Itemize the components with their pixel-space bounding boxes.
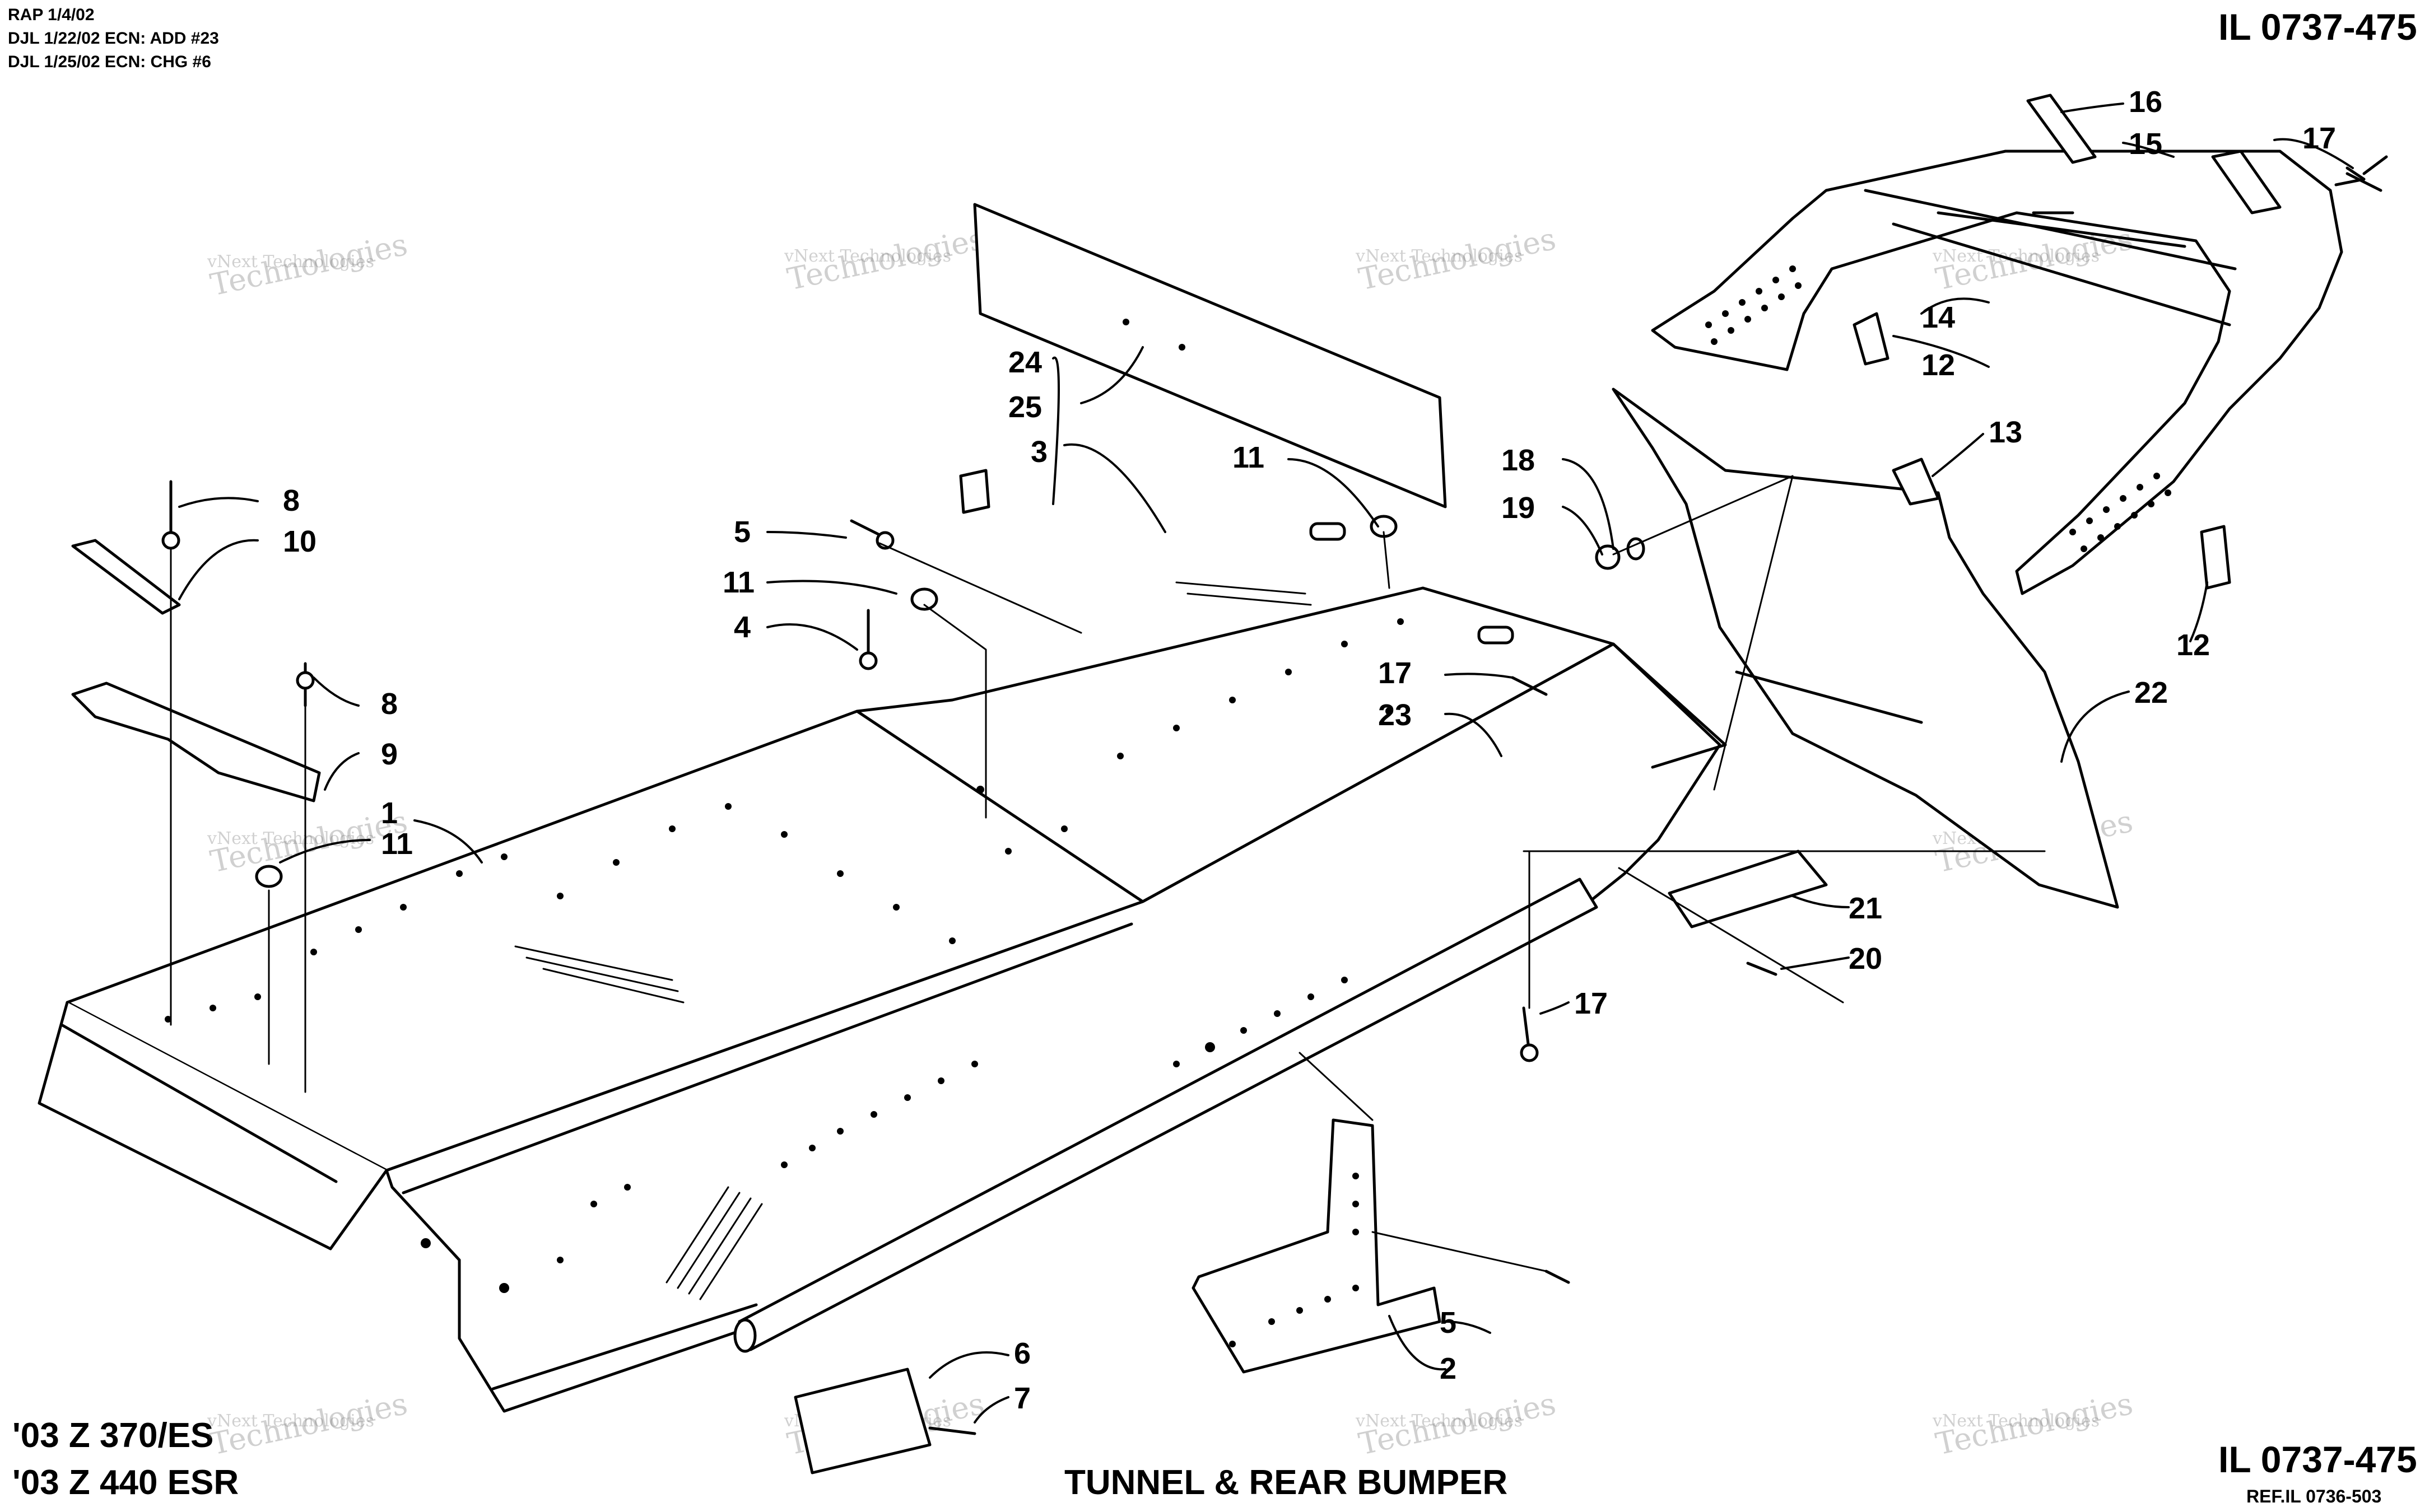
tunnel — [38, 522, 1727, 1413]
callout-7: 7 — [1014, 1382, 1031, 1415]
reference-number: REF.IL 0736-503 — [2246, 1486, 2382, 1506]
callout-8: 8 — [381, 687, 398, 721]
callout-14: 14 — [1921, 301, 1955, 334]
callout-5: 5 — [1440, 1306, 1456, 1340]
hardware — [71, 94, 2388, 1474]
illustration-number-bottom: IL 0737-475 — [2218, 1439, 2417, 1480]
callout-arrows — [178, 102, 2354, 1424]
callout-24: 24 — [1008, 346, 1042, 379]
callout-1: 1 — [381, 796, 398, 830]
revision-note-1: RAP 1/4/02 — [8, 6, 95, 24]
callout-21: 21 — [1849, 892, 1882, 925]
rear-bracket — [1192, 1118, 1441, 1374]
callout-11: 11 — [1232, 441, 1264, 474]
callout-18: 18 — [1501, 444, 1535, 477]
callout-10: 10 — [283, 525, 317, 558]
callout-12: 12 — [1921, 348, 1955, 382]
callout-20: 20 — [1849, 942, 1882, 976]
model-label-1: '03 Z 370/ES — [12, 1416, 214, 1455]
callout-3: 3 — [1031, 435, 1048, 469]
callout-17: 17 — [1574, 987, 1608, 1020]
callout-25: 25 — [1008, 390, 1042, 424]
callout-2: 2 — [1440, 1352, 1456, 1385]
callout-17: 17 — [1378, 656, 1412, 690]
callout-4: 4 — [734, 610, 751, 644]
callout-5: 5 — [734, 515, 751, 549]
illustration-number-top: IL 0737-475 — [2218, 6, 2417, 48]
callout-labels: 8 10 8 9 1 11 5 11 4 24 25 3 11 17 23 18… — [283, 85, 2336, 1415]
leader-lines — [170, 475, 2046, 1272]
rear-bumper — [1651, 150, 2343, 595]
snow-flap — [959, 203, 1447, 514]
callout-22: 22 — [2134, 676, 2168, 710]
callout-8: 8 — [283, 484, 300, 517]
callout-17: 17 — [2302, 122, 2336, 155]
callout-16: 16 — [2129, 85, 2162, 119]
callout-23: 23 — [1378, 698, 1412, 732]
diagram-title: TUNNEL & REAR BUMPER — [1064, 1463, 1508, 1502]
callout-11: 11 — [381, 827, 413, 861]
callout-9: 9 — [381, 738, 398, 771]
revision-note-3: DJL 1/25/02 ECN: CHG #6 — [8, 53, 211, 71]
callout-19: 19 — [1501, 491, 1535, 525]
revision-note-2: DJL 1/22/02 ECN: ADD #23 — [8, 29, 219, 48]
callout-11: 11 — [723, 566, 755, 599]
callout-13: 13 — [1989, 416, 2022, 449]
callout-6: 6 — [1014, 1337, 1031, 1370]
callout-12: 12 — [2176, 628, 2210, 662]
model-label-2: '03 Z 440 ESR — [12, 1463, 239, 1502]
callout-15: 15 — [2129, 127, 2162, 161]
rear-skirt — [1612, 388, 2119, 909]
